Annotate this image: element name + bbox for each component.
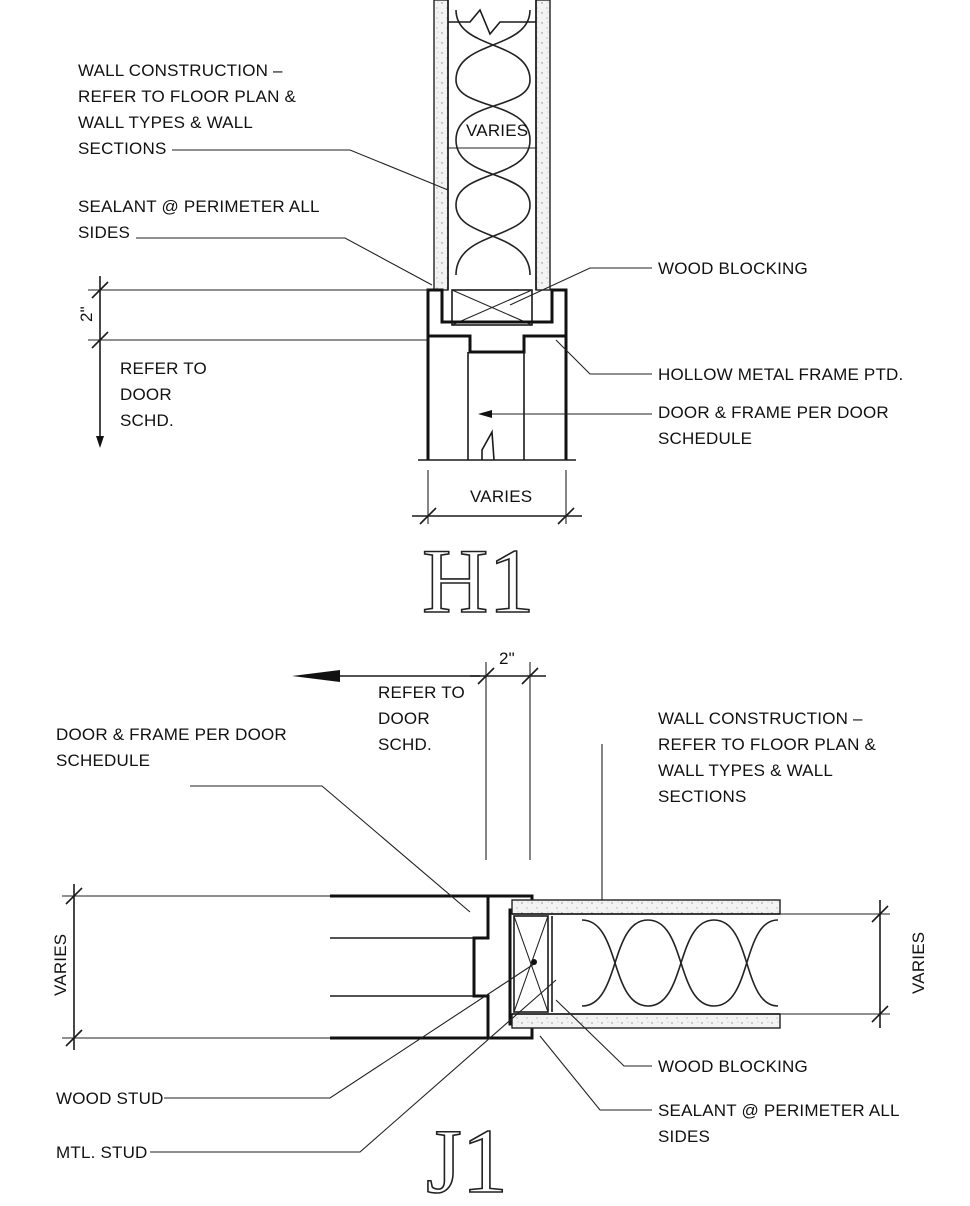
svg-text:SCHD.: SCHD.: [378, 735, 432, 754]
svg-text:REFER TO: REFER TO: [378, 683, 465, 702]
h1-note-door-frame: DOOR & FRAME PER DOOR SCHEDULE: [658, 403, 889, 448]
svg-text:SIDES: SIDES: [658, 1127, 710, 1146]
svg-text:SECTIONS: SECTIONS: [658, 787, 747, 806]
h1-dim-varies-top: VARIES: [466, 121, 528, 140]
j1-detail-tag: J1: [426, 1110, 508, 1206]
svg-text:DOOR & FRAME PER DOOR: DOOR & FRAME PER DOOR: [658, 403, 889, 422]
j1-dim-varies-right: VARIES: [909, 932, 928, 994]
h1-note-wood-blocking: WOOD BLOCKING: [658, 259, 808, 278]
j1-note-door-frame: DOOR & FRAME PER DOOR SCHEDULE: [56, 725, 287, 770]
svg-text:SEALANT @ PERIMETER ALL: SEALANT @ PERIMETER ALL: [658, 1101, 900, 1120]
h1-wood-blocking: [451, 289, 533, 326]
svg-text:DOOR: DOOR: [120, 385, 172, 404]
detail-j1: 2": [51, 649, 928, 1206]
svg-text:REFER TO FLOOR PLAN &: REFER TO FLOOR PLAN &: [658, 735, 876, 754]
svg-text:REFER TO FLOOR PLAN &: REFER TO FLOOR PLAN &: [78, 87, 296, 106]
j1-dim-2in: 2": [499, 649, 515, 668]
h1-dim-2in: 2": [77, 306, 96, 322]
j1-note-refer-to: REFER TO DOOR SCHD.: [378, 683, 465, 754]
h1-bottom-dimension: [412, 470, 582, 525]
h1-note-wall-construction: WALL CONSTRUCTION – REFER TO FLOOR PLAN …: [78, 61, 296, 158]
j1-note-mtl-stud: MTL. STUD: [56, 1143, 148, 1162]
h1-note-sealant: SEALANT @ PERIMETER ALL SIDES: [78, 197, 320, 242]
j1-note-wood-stud: WOOD STUD: [56, 1089, 164, 1108]
j1-note-wall-construction: WALL CONSTRUCTION – REFER TO FLOOR PLAN …: [658, 709, 876, 806]
svg-text:WALL CONSTRUCTION –: WALL CONSTRUCTION –: [658, 709, 863, 728]
svg-text:SIDES: SIDES: [78, 223, 130, 242]
j1-door-leaf: [330, 894, 488, 1040]
j1-note-wood-blocking: WOOD BLOCKING: [658, 1057, 808, 1076]
svg-text:SCHEDULE: SCHEDULE: [56, 751, 150, 770]
svg-text:WALL CONSTRUCTION –: WALL CONSTRUCTION –: [78, 61, 283, 80]
svg-text:DOOR & FRAME PER DOOR: DOOR & FRAME PER DOOR: [56, 725, 287, 744]
j1-right-dimension: [780, 900, 890, 1028]
j1-refer-arrow: [292, 662, 546, 860]
h1-wall-section: [433, 0, 551, 291]
h1-door-leaf: [418, 336, 576, 461]
h1-note-refer-to: REFER TO DOOR SCHD.: [120, 359, 207, 430]
h1-note-hollow-metal-frame: HOLLOW METAL FRAME PTD.: [658, 365, 903, 384]
svg-text:SCHD.: SCHD.: [120, 411, 174, 430]
svg-text:SEALANT @ PERIMETER ALL: SEALANT @ PERIMETER ALL: [78, 197, 320, 216]
svg-text:REFER TO: REFER TO: [120, 359, 207, 378]
h1-detail-tag: H1: [422, 530, 534, 632]
h1-dim-varies-bottom: VARIES: [470, 487, 532, 506]
svg-text:SECTIONS: SECTIONS: [78, 139, 167, 158]
j1-wall-section: [511, 899, 781, 1029]
j1-note-sealant: SEALANT @ PERIMETER ALL SIDES: [658, 1101, 900, 1146]
j1-left-dimension: [62, 884, 330, 1050]
svg-text:SCHEDULE: SCHEDULE: [658, 429, 752, 448]
h1-frame-dimension: [88, 276, 428, 448]
svg-text:DOOR: DOOR: [378, 709, 430, 728]
h1-hollow-metal-frame: [426, 288, 568, 354]
j1-dim-varies-left: VARIES: [51, 934, 70, 996]
svg-text:WALL TYPES & WALL: WALL TYPES & WALL: [658, 761, 833, 780]
svg-text:WALL TYPES & WALL: WALL TYPES & WALL: [78, 113, 253, 132]
detail-h1: 2" VARIES VARIES WALL CONSTRUCTION – REF…: [77, 0, 903, 633]
